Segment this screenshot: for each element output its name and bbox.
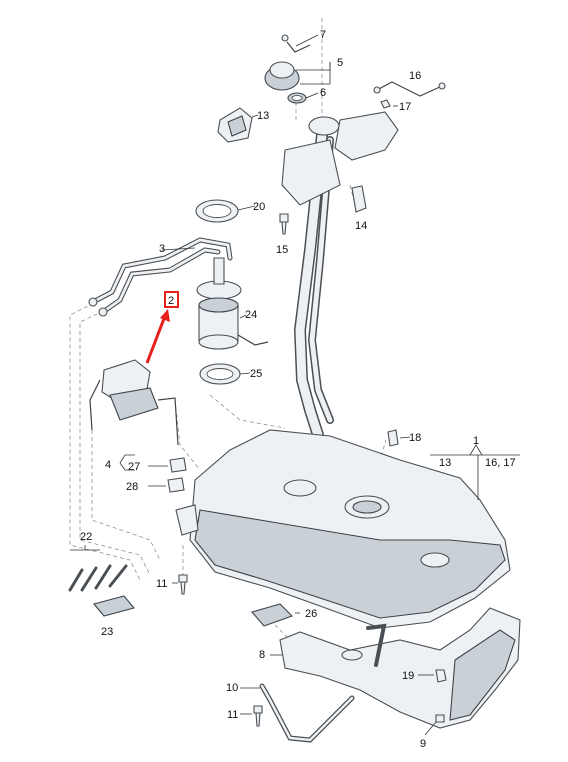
part-7-strap	[281, 34, 311, 53]
callout-11-lower: 11	[227, 709, 238, 721]
part-13-clip	[217, 107, 253, 143]
callout-6: 6	[320, 87, 326, 99]
part-20-locking-ring	[195, 199, 239, 223]
callout-14: 14	[355, 220, 367, 232]
callout-10: 10	[226, 682, 238, 694]
leader-lines	[70, 34, 520, 736]
callout-27: 27	[128, 461, 140, 473]
callout-8: 8	[259, 649, 265, 661]
part-24-fuel-pump	[196, 257, 269, 350]
callout-16-17: 16, 17	[485, 457, 516, 469]
filler-neck-pipe	[281, 111, 399, 441]
part-25-gasket-ring	[199, 363, 241, 385]
part-4-control-unit	[89, 359, 179, 446]
highlight-item-2	[145, 291, 179, 364]
callout-11-upper: 11	[156, 578, 167, 590]
callout-13-top: 13	[257, 110, 269, 122]
part-22-cables	[68, 564, 128, 592]
callout-23: 23	[101, 626, 113, 638]
callout-9: 9	[420, 738, 426, 750]
part-8-heat-shield	[279, 607, 521, 729]
part-16-sensor-wire	[373, 81, 446, 97]
part-11-bolt-lower	[253, 705, 263, 727]
part-15-bolt	[279, 213, 289, 235]
callout-18: 18	[409, 432, 421, 444]
callout-17: 17	[399, 101, 411, 113]
callout-1: 1	[473, 435, 479, 447]
callout-19: 19	[402, 670, 414, 682]
part-18-breather	[387, 429, 399, 447]
part-23-connector	[93, 595, 135, 617]
callout-3: 3	[159, 243, 165, 255]
callout-15: 15	[276, 244, 288, 256]
callout-24: 24	[245, 309, 257, 321]
part-17-nut	[380, 99, 391, 109]
callout-22: 22	[80, 531, 92, 543]
part-3-fuel-lines	[88, 237, 233, 317]
callout-7: 7	[320, 29, 326, 41]
part-14-vent-valve	[351, 185, 367, 213]
part-28-clip	[167, 477, 185, 493]
part-26-bracket	[251, 603, 294, 627]
part-1-fuel-tank	[175, 429, 511, 629]
callout-20: 20	[253, 201, 265, 213]
part-6-seal-ring	[287, 92, 307, 104]
callout-2: 2	[168, 295, 174, 307]
part-5-filler-cap	[264, 61, 300, 91]
callout-labels: 7 5 6 16 17 13 20 14 15 3 2 24 25 1 18 1…	[80, 29, 516, 750]
part-11-bolt-upper	[178, 574, 188, 595]
callout-25: 25	[250, 368, 262, 380]
part-19-nut	[435, 669, 447, 683]
callout-5: 5	[337, 57, 343, 69]
callout-28: 28	[126, 481, 138, 493]
callout-16: 16	[409, 70, 421, 82]
part-27-clip	[169, 457, 187, 473]
part-10-strap	[259, 623, 387, 743]
callout-13-tank: 13	[439, 457, 451, 469]
part-9-bolt	[435, 714, 445, 723]
callout-26: 26	[305, 608, 317, 620]
callout-4: 4	[105, 459, 111, 471]
